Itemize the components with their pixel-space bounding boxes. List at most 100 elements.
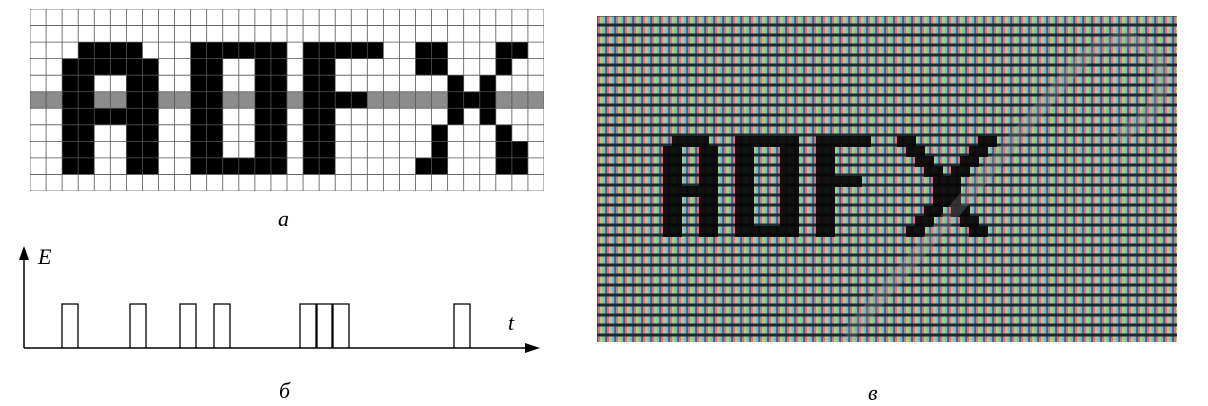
screen-lit-pixel	[825, 156, 835, 167]
screen-lit-pixel	[699, 166, 709, 177]
lit-pixel	[303, 75, 319, 92]
lit-pixel	[416, 42, 432, 59]
screen-lit-pixel	[681, 136, 691, 147]
screen-lit-pixel	[708, 206, 718, 217]
screen-lit-pixel	[843, 136, 853, 147]
lit-pixel	[207, 75, 223, 92]
pulse	[62, 304, 78, 348]
screen-lit-pixel	[780, 166, 790, 177]
screen-lit-pixel	[933, 176, 943, 187]
lit-pixel	[78, 141, 94, 158]
x-axis-label: t	[508, 310, 515, 335]
screen-lit-pixel	[915, 156, 925, 167]
screen-lit-pixel	[960, 216, 970, 227]
screen-lit-pixel	[744, 136, 754, 147]
lit-pixel	[432, 125, 448, 142]
lit-pixel	[223, 158, 239, 175]
screen-lit-pixel	[780, 176, 790, 187]
pulse	[130, 304, 146, 348]
lit-pixel	[191, 75, 207, 92]
lit-pixel	[94, 59, 110, 76]
screen-lit-pixel	[933, 166, 943, 177]
pulse	[333, 304, 349, 348]
screen-lit-pixel	[906, 136, 916, 147]
lit-pixel	[142, 158, 158, 175]
lit-pixel	[271, 108, 287, 125]
screen-lit-pixel	[708, 186, 718, 197]
screen-lit-pixel	[672, 206, 682, 217]
screen-lit-pixel	[735, 176, 745, 187]
lit-pixel	[110, 59, 126, 76]
screen-lit-pixel	[771, 136, 781, 147]
screen-lit-pixel	[789, 176, 799, 187]
screen-lit-pixel	[735, 166, 745, 177]
lit-pixel	[480, 75, 496, 92]
screen-lit-pixel	[735, 226, 745, 237]
screen-lit-pixel	[816, 206, 826, 217]
screen-lit-pixel	[699, 216, 709, 227]
screen-lit-pixel	[780, 196, 790, 207]
lit-pixel	[142, 108, 158, 125]
lit-pixel	[126, 92, 142, 109]
screen-lit-pixel	[744, 166, 754, 177]
screen-lit-pixel	[735, 156, 745, 167]
lit-pixel	[335, 42, 351, 59]
screen-lit-pixel	[699, 196, 709, 207]
screen-lit-pixel	[816, 186, 826, 197]
pulse	[180, 304, 196, 348]
screen-lit-pixel	[825, 166, 835, 177]
lit-pixel	[78, 92, 94, 109]
lit-pixel	[110, 108, 126, 125]
lit-pixel	[448, 75, 464, 92]
lit-pixel	[351, 92, 367, 109]
lit-pixel	[271, 141, 287, 158]
screen-lit-pixel	[816, 156, 826, 167]
lit-pixel	[62, 108, 78, 125]
screen-lit-pixel	[663, 226, 673, 237]
lit-pixel	[207, 92, 223, 109]
lit-pixel	[62, 141, 78, 158]
screen-lit-pixel	[924, 166, 934, 177]
lit-pixel	[496, 59, 512, 76]
screen-lit-pixel	[672, 156, 682, 167]
lit-pixel	[480, 92, 496, 109]
lit-pixel	[271, 59, 287, 76]
pulse-svg: E t	[12, 240, 552, 360]
screen-lit-pixel	[816, 136, 826, 147]
lit-pixel	[335, 92, 351, 109]
screen-lit-pixel	[861, 136, 871, 147]
lit-pixel	[255, 42, 271, 59]
screen-lit-pixel	[843, 176, 853, 187]
screen-lit-pixel	[789, 216, 799, 227]
screen-lit-pixel	[960, 166, 970, 177]
screen-lit-pixel	[663, 166, 673, 177]
lit-pixel	[94, 42, 110, 59]
lit-pixel	[223, 42, 239, 59]
lit-pixel	[142, 92, 158, 109]
screen-lit-pixel	[744, 186, 754, 197]
lit-pixel	[303, 42, 319, 59]
lit-pixel	[94, 108, 110, 125]
lit-pixel	[207, 125, 223, 142]
screen-lit-pixel	[699, 206, 709, 217]
screen-lit-pixel	[924, 216, 934, 227]
lit-pixel	[191, 158, 207, 175]
screen-lit-pixel	[699, 146, 709, 157]
screen-lit-pixel	[978, 136, 988, 147]
screen-lit-pixel	[708, 196, 718, 207]
caption-a: а	[278, 206, 289, 232]
screen-lit-pixel	[699, 136, 709, 147]
lit-pixel	[191, 59, 207, 76]
screen-lit-pixel	[699, 176, 709, 187]
screen-lit-pixel	[762, 136, 772, 147]
screen-lit-pixel	[663, 176, 673, 187]
screen-lit-pixel	[735, 186, 745, 197]
screen-lit-pixel	[969, 156, 979, 167]
screen-lit-pixel	[897, 136, 907, 147]
screen-lit-pixel	[789, 156, 799, 167]
lit-pixel	[255, 125, 271, 142]
screen-lit-pixel	[978, 226, 988, 237]
lit-pixel	[303, 141, 319, 158]
screen-lit-pixel	[699, 226, 709, 237]
lit-pixel	[255, 92, 271, 109]
